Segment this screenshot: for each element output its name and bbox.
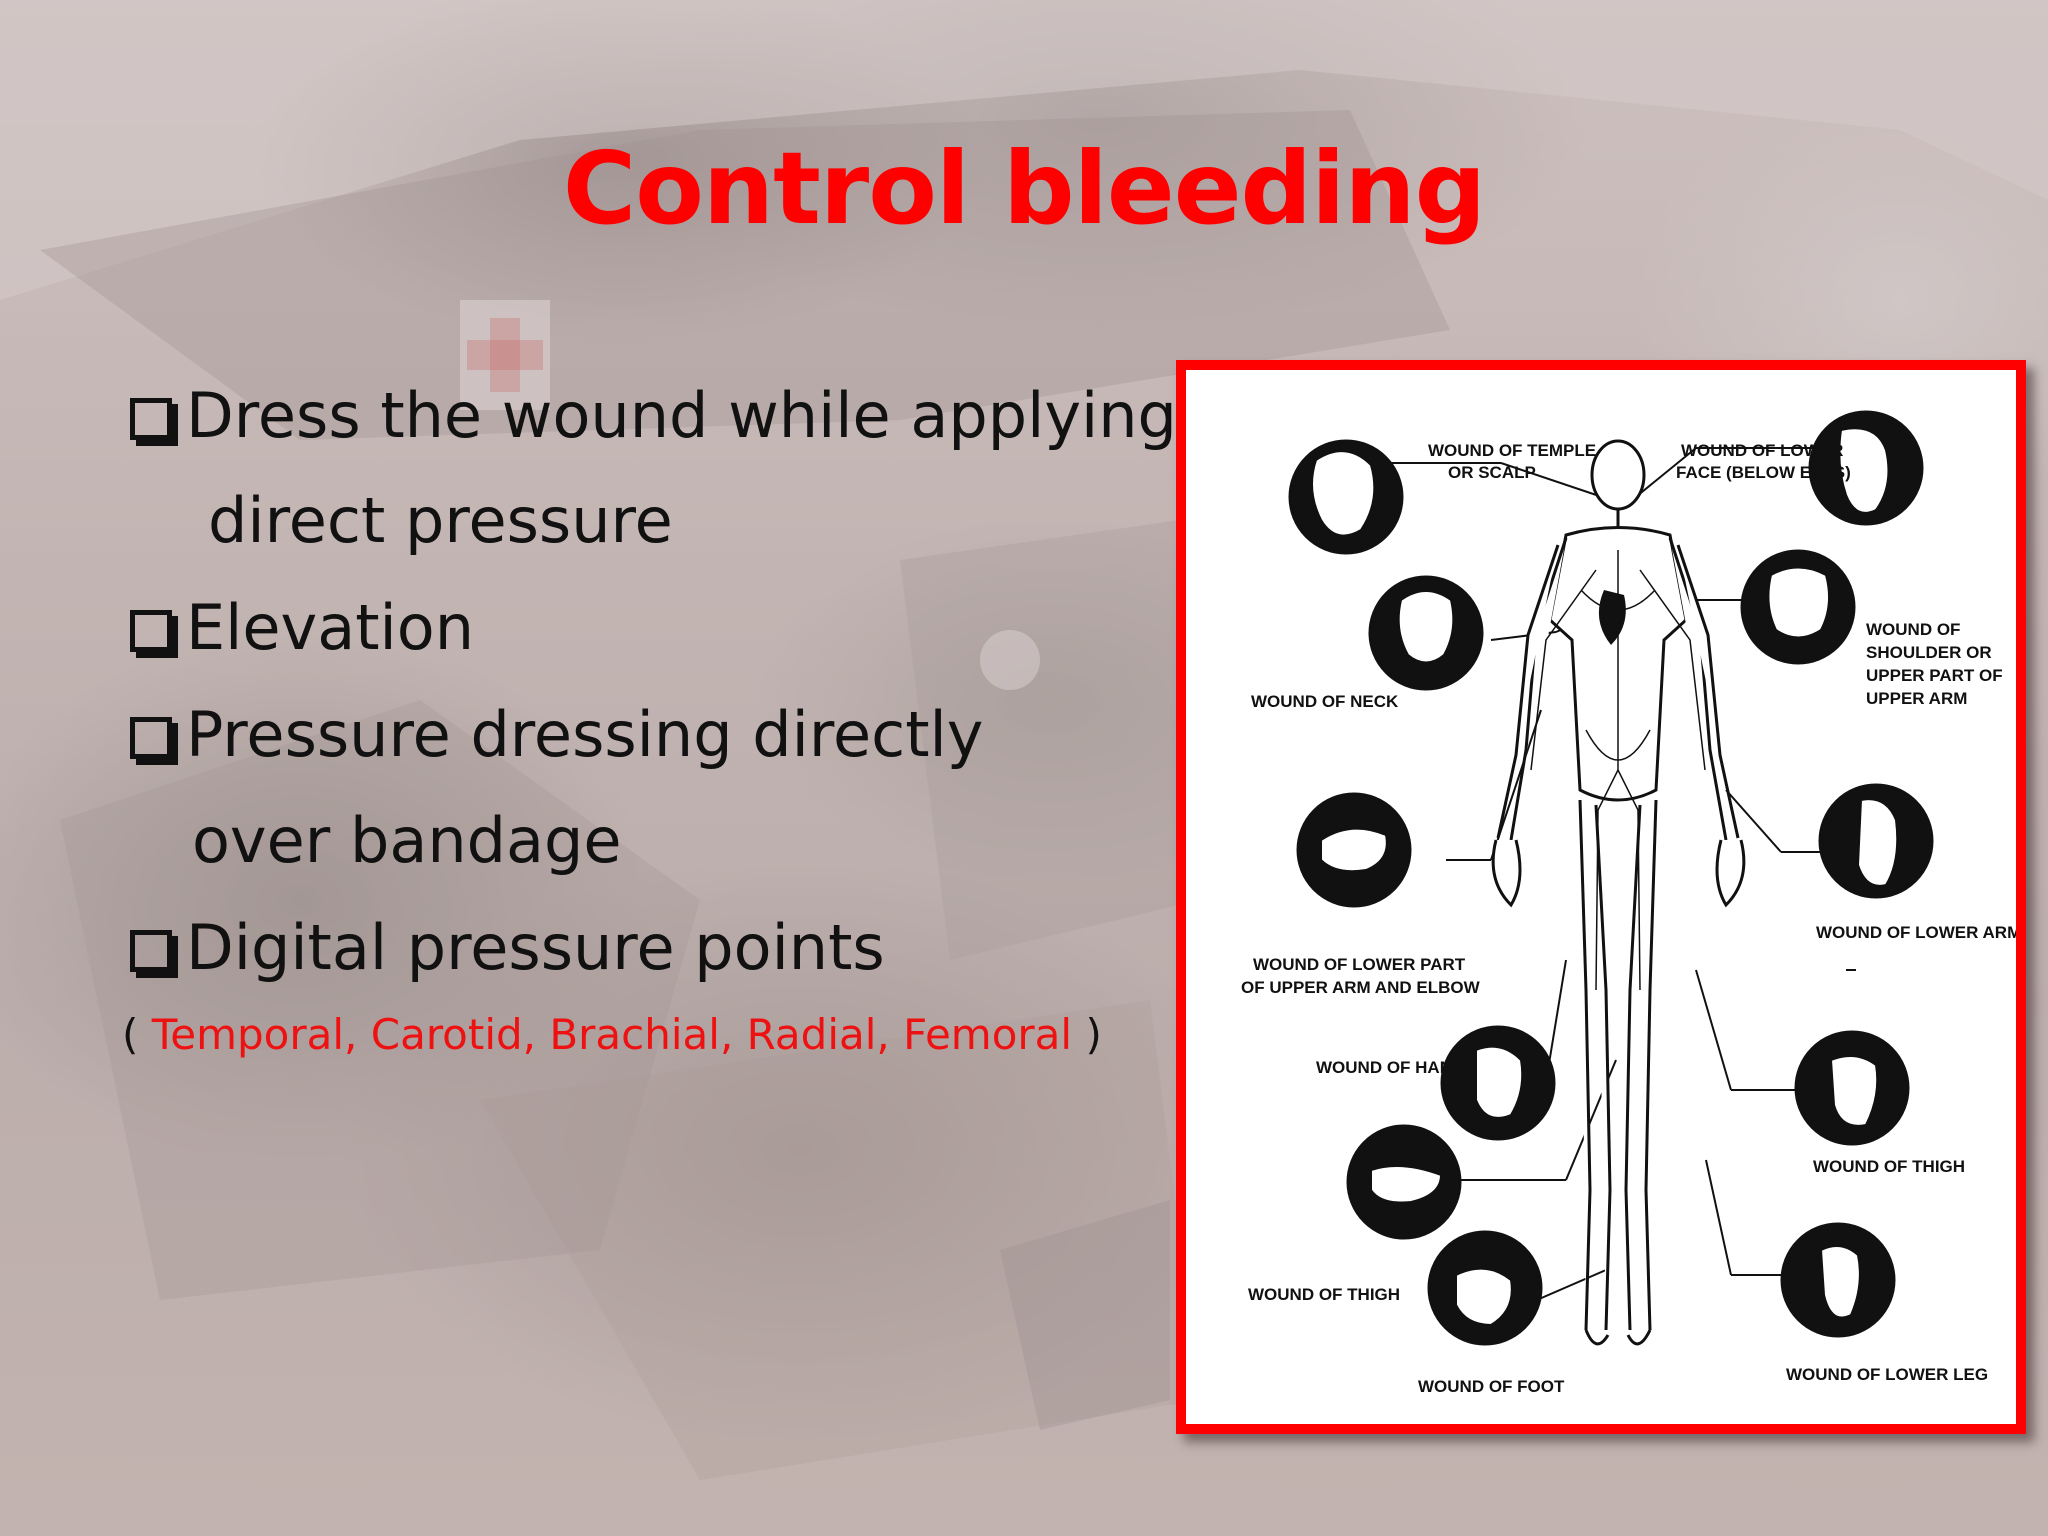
label-elbow-line1: WOUND OF LOWER PART — [1253, 955, 1466, 974]
bullet-dress-wound: Dress the wound while applying — [130, 385, 1177, 447]
pressure-points-diagram: WOUND OF TEMPLE OR SCALP WOUND OF LOWER … — [1241, 410, 2016, 1396]
label-lowerface-line1: WOUND OF LOWER — [1681, 441, 1843, 460]
label-foot: WOUND OF FOOT — [1418, 1377, 1565, 1396]
note-points: Temporal, Carotid, Brachial, Radial, Fem… — [151, 1010, 1073, 1059]
label-thigh-right: WOUND OF THIGH — [1813, 1157, 1965, 1176]
checkbox-bullet-icon — [130, 930, 172, 972]
label-lowerface-line2: FACE (BELOW EYES) — [1676, 463, 1851, 482]
bullet-text: direct pressure — [208, 484, 673, 557]
bullet-text: Dress the wound while applying — [186, 379, 1177, 452]
label-temple-line1: WOUND OF TEMPLE — [1428, 441, 1596, 460]
label-lowerleg: WOUND OF LOWER LEG — [1786, 1365, 1988, 1384]
figure-panel: WOUND OF TEMPLE OR SCALP WOUND OF LOWER … — [1186, 370, 2016, 1424]
checkbox-bullet-icon — [130, 398, 172, 440]
bullet-pressure-dressing: Pressure dressing directly — [130, 704, 983, 766]
label-shoulder-line2: SHOULDER OR — [1866, 643, 1992, 662]
bullet-text: Elevation — [186, 591, 474, 664]
label-shoulder-line3: UPPER PART OF — [1866, 666, 2003, 685]
label-neck: WOUND OF NECK — [1251, 692, 1399, 711]
label-hand: WOUND OF HAND — [1316, 1058, 1464, 1077]
bullet-elevation: Elevation — [130, 597, 474, 659]
bullet-digital-pressure: Digital pressure points — [130, 917, 885, 979]
bullet-dress-wound-continued: direct pressure — [208, 490, 673, 552]
label-lowerarm: WOUND OF LOWER ARM — [1816, 923, 2016, 942]
label-shoulder-line4: UPPER ARM — [1866, 689, 1967, 708]
label-temple-line2: OR SCALP — [1448, 463, 1536, 482]
pressure-points-figure: WOUND OF TEMPLE OR SCALP WOUND OF LOWER … — [1176, 360, 2026, 1434]
label-shoulder-line1: WOUND OF — [1866, 620, 1960, 639]
bullet-pressure-dressing-continued: over bandage — [192, 810, 621, 872]
bullet-text: Pressure dressing directly — [186, 698, 984, 771]
slide-title: Control bleeding — [562, 130, 1486, 247]
note-open-paren: ( — [122, 1010, 152, 1059]
checkbox-bullet-icon — [130, 610, 172, 652]
label-elbow-line2: OF UPPER ARM AND ELBOW — [1241, 978, 1481, 997]
bullet-text: over bandage — [192, 804, 622, 877]
checkbox-bullet-icon — [130, 717, 172, 759]
note-close-paren: ) — [1072, 1010, 1102, 1059]
bullet-text: Digital pressure points — [186, 911, 885, 984]
label-thigh-left: WOUND OF THIGH — [1248, 1285, 1400, 1304]
pressure-points-note: ( Temporal, Carotid, Brachial, Radial, F… — [122, 1010, 1102, 1059]
